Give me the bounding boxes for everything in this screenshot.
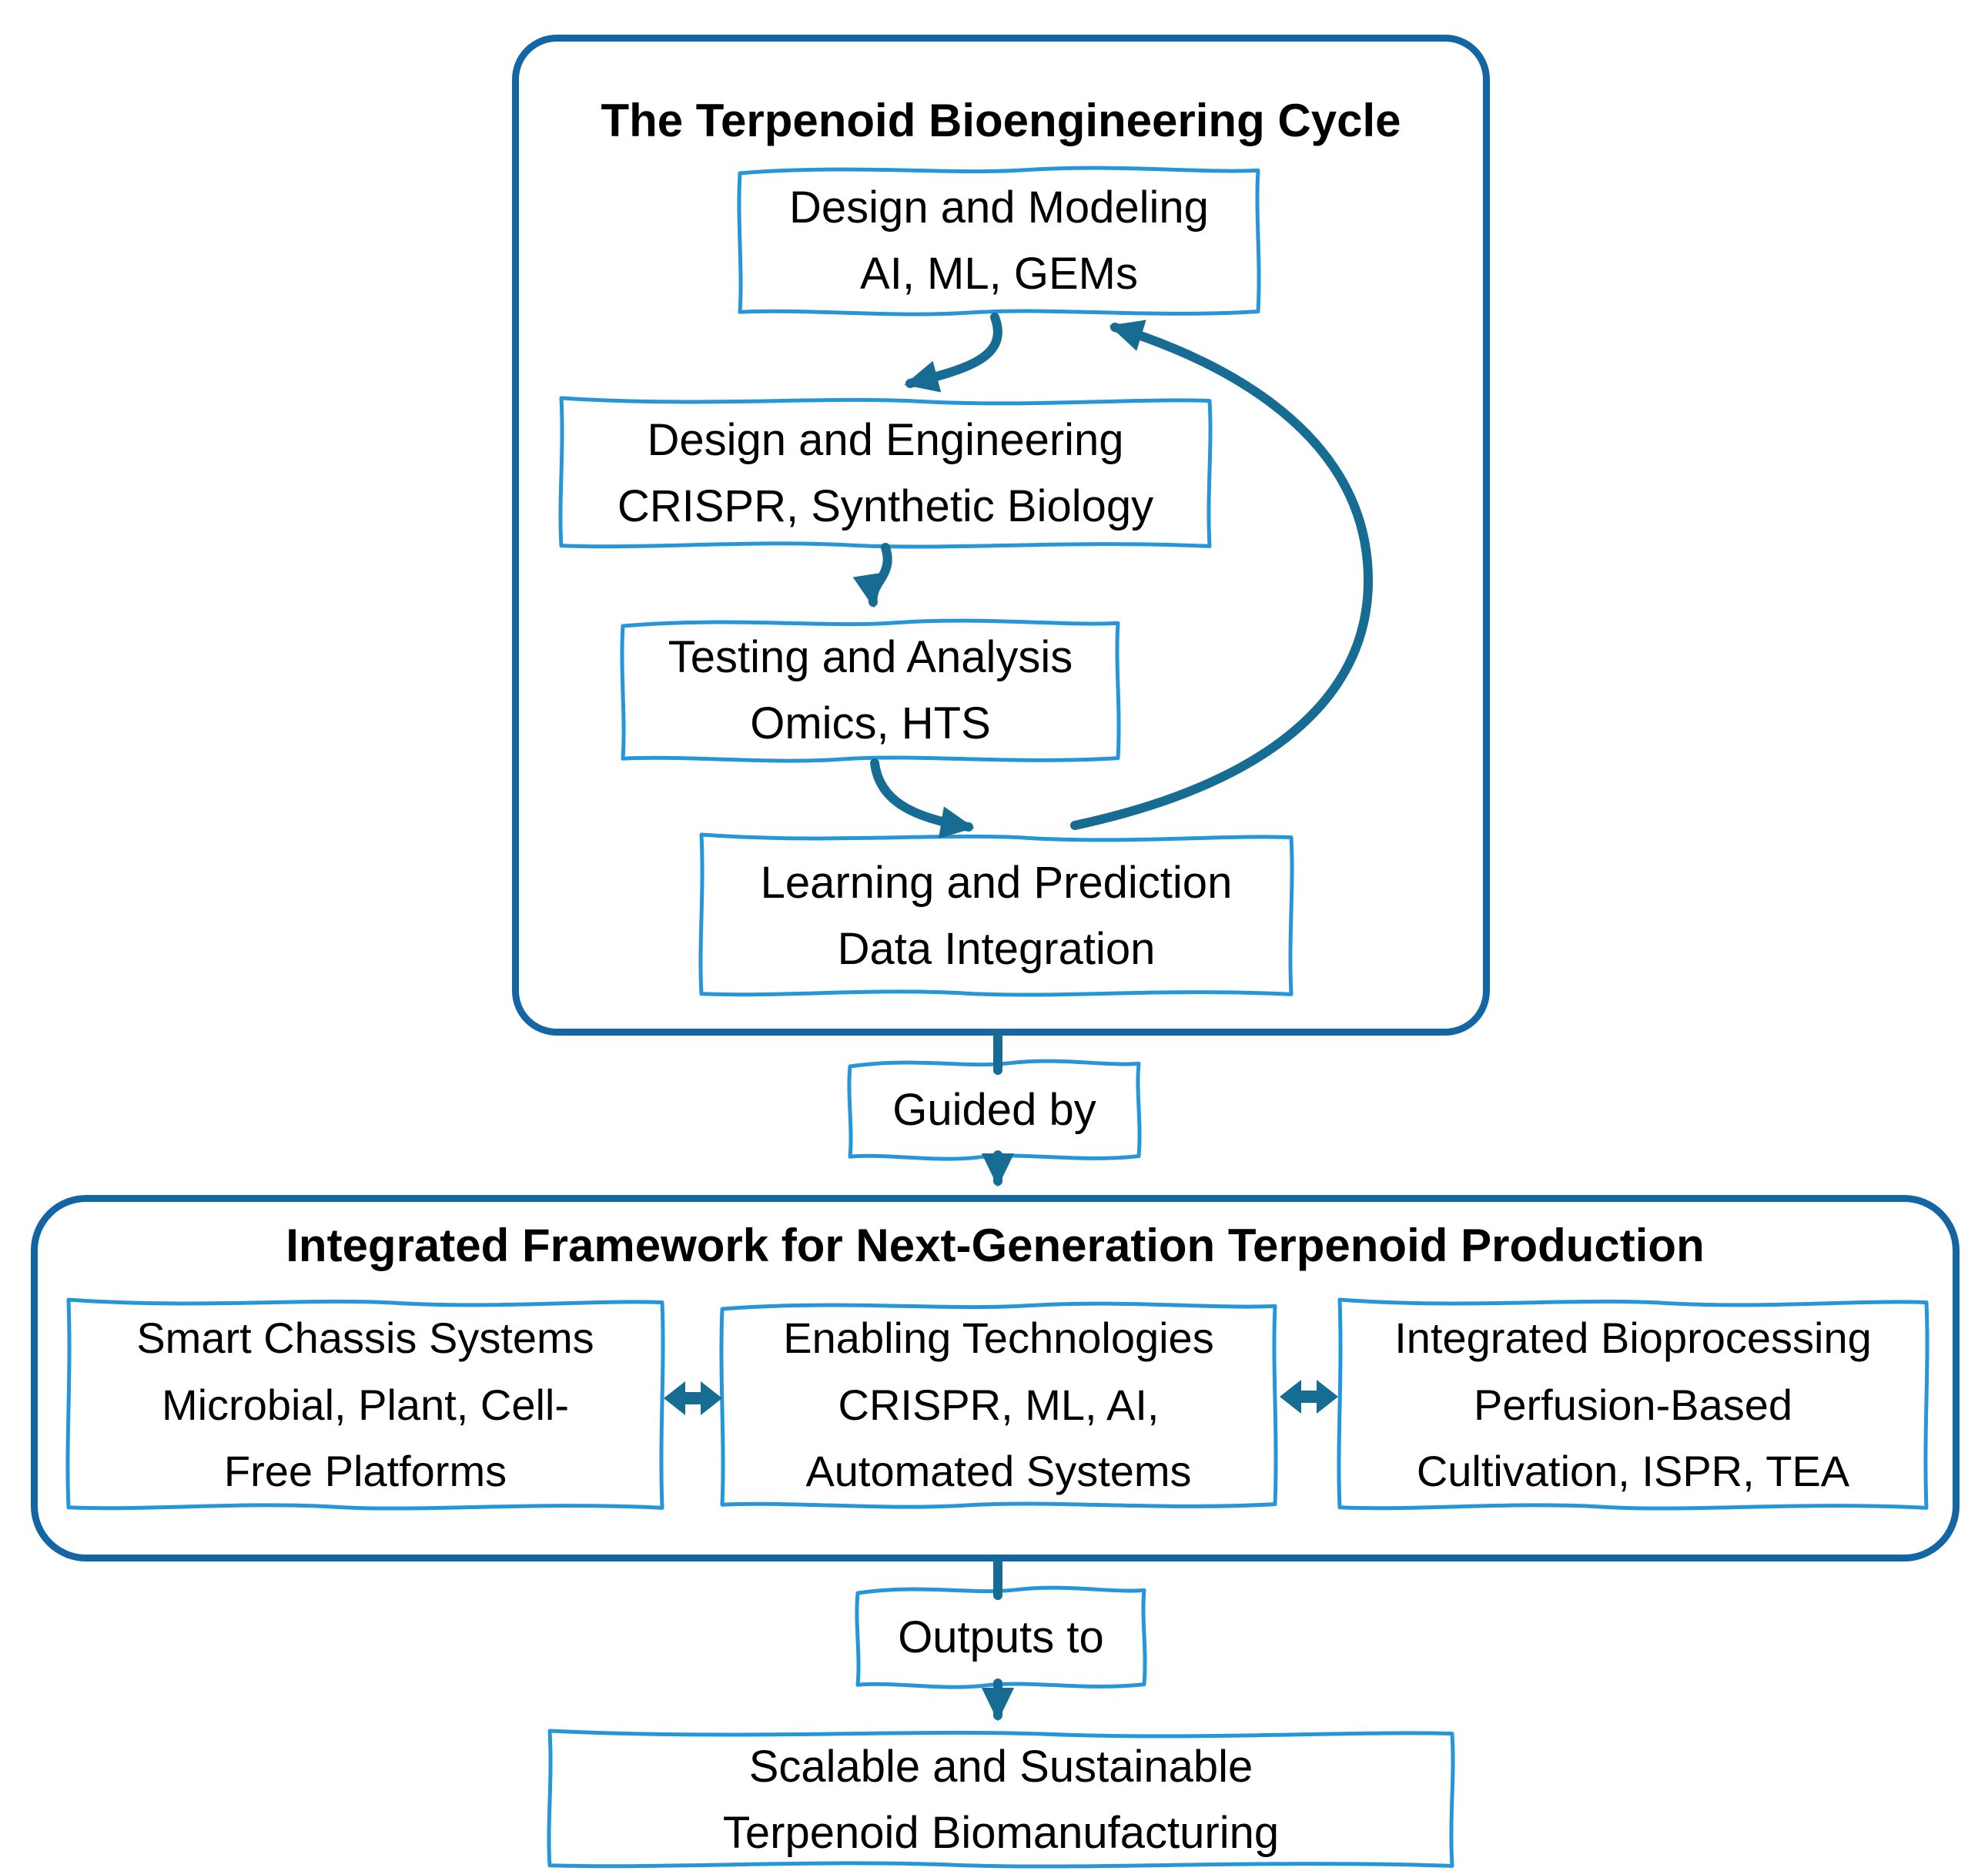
box-scalable-biomanufacturing: Scalable and Sustainable Terpenoid Bioma…	[547, 1729, 1455, 1869]
sketch-border	[698, 832, 1294, 997]
box-text: Integrated Bioprocessing Perfusion-Based…	[1337, 1301, 1929, 1509]
box-line: Guided by	[892, 1084, 1096, 1135]
sketch-border	[855, 1585, 1147, 1689]
sketch-border	[65, 1297, 665, 1511]
box-text: Design and Modeling AI, ML, GEMs	[737, 166, 1261, 316]
sketch-border	[737, 166, 1261, 316]
box-text: Outputs to	[855, 1585, 1147, 1689]
box-text: Smart Chassis Systems Microbial, Plant, …	[65, 1301, 665, 1509]
cycle-title: The Terpenoid Bioengineering Cycle	[601, 95, 1401, 146]
box-line: Omics, HTS	[750, 698, 991, 748]
sketch-border	[847, 1059, 1142, 1161]
box-line: CRISPR, ML, AI,	[838, 1380, 1160, 1429]
box-line: Cultivation, ISPR, TEA	[1416, 1447, 1850, 1496]
box-line: Enabling Technologies	[783, 1313, 1214, 1362]
box-line: Design and Modeling	[789, 182, 1209, 233]
box-testing-and-analysis: Testing and Analysis Omics, HTS	[620, 618, 1121, 763]
box-line: Outputs to	[898, 1612, 1104, 1662]
box-line: CRISPR, Synthetic Biology	[617, 481, 1154, 531]
box-text: Design and Engineering CRISPR, Synthetic…	[558, 400, 1213, 547]
box-line: Testing and Analysis	[668, 632, 1073, 683]
box-design-and-modeling: Design and Modeling AI, ML, GEMs	[737, 166, 1261, 316]
box-line: Scalable and Sustainable	[748, 1741, 1253, 1792]
connector-outputs-to: Outputs to	[855, 1585, 1147, 1689]
box-line: Design and Engineering	[647, 415, 1124, 466]
box-smart-chassis-systems: Smart Chassis Systems Microbial, Plant, …	[65, 1297, 665, 1511]
box-learning-and-prediction: Learning and Prediction Data Integration	[698, 832, 1294, 997]
sketch-border	[1337, 1297, 1929, 1511]
box-line: Data Integration	[837, 923, 1156, 974]
framework-title: Integrated Framework for Next-Generation…	[286, 1220, 1705, 1271]
sketch-border	[547, 1729, 1455, 1869]
connector-guided-by: Guided by	[847, 1059, 1142, 1161]
box-text: Learning and Prediction Data Integration	[698, 836, 1294, 996]
sketch-border	[719, 1301, 1278, 1509]
box-line: Terpenoid Biomanufacturing	[722, 1807, 1280, 1858]
box-text: Testing and Analysis Omics, HTS	[620, 618, 1121, 763]
box-line: Automated Systems	[805, 1447, 1192, 1496]
framework-container: Integrated Framework for Next-Generation…	[31, 1195, 1960, 1561]
box-design-and-engineering: Design and Engineering CRISPR, Synthetic…	[558, 396, 1213, 549]
box-line: AI, ML, GEMs	[860, 249, 1138, 299]
box-text: Scalable and Sustainable Terpenoid Bioma…	[547, 1732, 1455, 1867]
box-text: Enabling Technologies CRISPR, ML, AI, Au…	[719, 1301, 1278, 1509]
box-line: Integrated Bioprocessing	[1394, 1313, 1872, 1362]
box-integrated-bioprocessing: Integrated Bioprocessing Perfusion-Based…	[1337, 1297, 1929, 1511]
box-line: Learning and Prediction	[760, 857, 1233, 908]
box-text: Guided by	[847, 1059, 1142, 1161]
box-line: Free Platforms	[223, 1447, 507, 1496]
box-enabling-technologies: Enabling Technologies CRISPR, ML, AI, Au…	[719, 1301, 1278, 1509]
box-line: Perfusion-Based	[1473, 1380, 1792, 1429]
box-line: Smart Chassis Systems	[136, 1313, 594, 1362]
box-line: Microbial, Plant, Cell-	[161, 1380, 570, 1429]
